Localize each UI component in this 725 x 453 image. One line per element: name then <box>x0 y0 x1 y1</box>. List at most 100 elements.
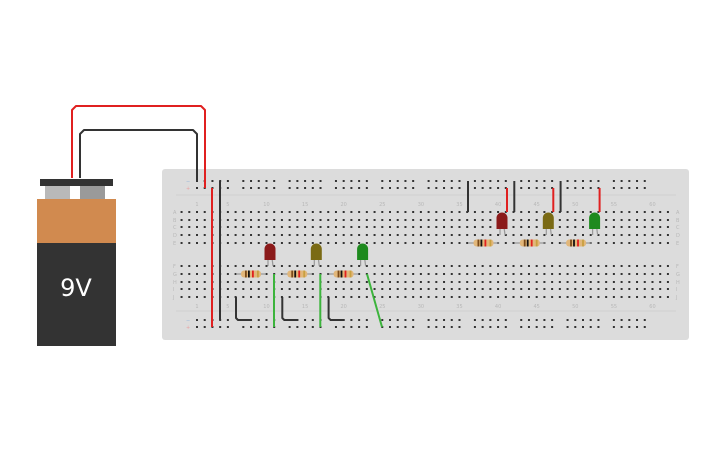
hole[interactable] <box>350 281 353 283</box>
rail-hole[interactable] <box>620 180 623 182</box>
hole[interactable] <box>489 234 492 236</box>
hole[interactable] <box>350 211 353 213</box>
hole[interactable] <box>458 234 461 236</box>
rail-hole[interactable] <box>242 326 245 328</box>
hole[interactable] <box>535 273 538 275</box>
hole[interactable] <box>450 242 453 244</box>
breadboard[interactable] <box>162 169 689 340</box>
rail-hole[interactable] <box>612 319 615 321</box>
hole[interactable] <box>473 226 476 228</box>
hole[interactable] <box>597 281 600 283</box>
hole[interactable] <box>458 242 461 244</box>
hole[interactable] <box>651 219 654 221</box>
rail-hole[interactable] <box>350 187 353 189</box>
hole[interactable] <box>296 211 299 213</box>
rail-hole[interactable] <box>396 187 399 189</box>
hole[interactable] <box>296 242 299 244</box>
rail-hole[interactable] <box>458 187 461 189</box>
hole[interactable] <box>196 219 198 221</box>
hole[interactable] <box>334 211 337 213</box>
hole[interactable] <box>288 226 291 228</box>
hole[interactable] <box>334 281 337 283</box>
hole[interactable] <box>466 265 469 267</box>
hole[interactable] <box>304 234 307 236</box>
rail-hole[interactable] <box>211 180 214 182</box>
rail-hole[interactable] <box>527 187 530 189</box>
rail-hole[interactable] <box>497 180 500 182</box>
rail-hole[interactable] <box>574 180 577 182</box>
hole[interactable] <box>651 242 654 244</box>
rail-hole[interactable] <box>566 187 569 189</box>
hole[interactable] <box>659 211 662 213</box>
hole[interactable] <box>234 281 237 283</box>
hole[interactable] <box>234 219 237 221</box>
hole[interactable] <box>381 219 384 221</box>
signal-wire[interactable] <box>366 273 383 328</box>
hole[interactable] <box>605 211 608 213</box>
led[interactable] <box>589 212 601 236</box>
hole[interactable] <box>497 234 500 236</box>
hole[interactable] <box>226 281 229 283</box>
hole[interactable] <box>620 288 623 290</box>
hole[interactable] <box>404 234 407 236</box>
resistor[interactable] <box>468 239 499 247</box>
hole[interactable] <box>473 219 476 221</box>
hole[interactable] <box>334 234 337 236</box>
hole[interactable] <box>373 288 376 290</box>
hole[interactable] <box>342 281 345 283</box>
hole[interactable] <box>196 296 198 298</box>
hole[interactable] <box>296 288 299 290</box>
rail-hole[interactable] <box>358 187 361 189</box>
rail-hole[interactable] <box>628 187 631 189</box>
hole[interactable] <box>435 219 438 221</box>
hole[interactable] <box>188 281 191 283</box>
hole[interactable] <box>273 226 276 228</box>
rail-hole[interactable] <box>620 187 623 189</box>
rail-hole[interactable] <box>504 187 507 189</box>
hole[interactable] <box>188 226 191 228</box>
hole[interactable] <box>512 242 515 244</box>
rail-hole[interactable] <box>574 326 577 328</box>
rail-hole[interactable] <box>582 187 584 189</box>
hole[interactable] <box>404 296 407 298</box>
rail-hole[interactable] <box>396 326 399 328</box>
rail-hole[interactable] <box>257 319 260 321</box>
hole[interactable] <box>250 226 253 228</box>
hole[interactable] <box>612 226 615 228</box>
hole[interactable] <box>404 265 407 267</box>
hole[interactable] <box>373 242 376 244</box>
hole[interactable] <box>350 234 353 236</box>
rail-hole[interactable] <box>342 326 345 328</box>
rail-hole[interactable] <box>497 326 500 328</box>
rail-hole[interactable] <box>404 180 407 182</box>
hole[interactable] <box>450 296 453 298</box>
hole[interactable] <box>435 226 438 228</box>
hole[interactable] <box>473 234 476 236</box>
hole[interactable] <box>628 242 631 244</box>
led[interactable] <box>264 243 276 267</box>
hole[interactable] <box>481 234 484 236</box>
hole[interactable] <box>288 211 291 213</box>
hole[interactable] <box>358 288 361 290</box>
hole[interactable] <box>466 219 469 221</box>
rail-hole[interactable] <box>203 326 206 328</box>
hole[interactable] <box>551 211 554 213</box>
hole[interactable] <box>396 296 399 298</box>
rail-hole[interactable] <box>535 319 538 321</box>
hole[interactable] <box>589 296 592 298</box>
rail-hole[interactable] <box>381 180 384 182</box>
hole[interactable] <box>234 234 237 236</box>
hole[interactable] <box>643 296 646 298</box>
hole[interactable] <box>389 234 391 236</box>
hole[interactable] <box>242 234 245 236</box>
rail-hole[interactable] <box>582 326 584 328</box>
hole[interactable] <box>280 288 283 290</box>
hole[interactable] <box>435 273 438 275</box>
hole[interactable] <box>180 219 183 221</box>
hole[interactable] <box>535 281 538 283</box>
hole[interactable] <box>605 273 608 275</box>
hole[interactable] <box>566 296 569 298</box>
hole[interactable] <box>527 296 530 298</box>
hole[interactable] <box>327 226 330 228</box>
hole[interactable] <box>180 281 183 283</box>
